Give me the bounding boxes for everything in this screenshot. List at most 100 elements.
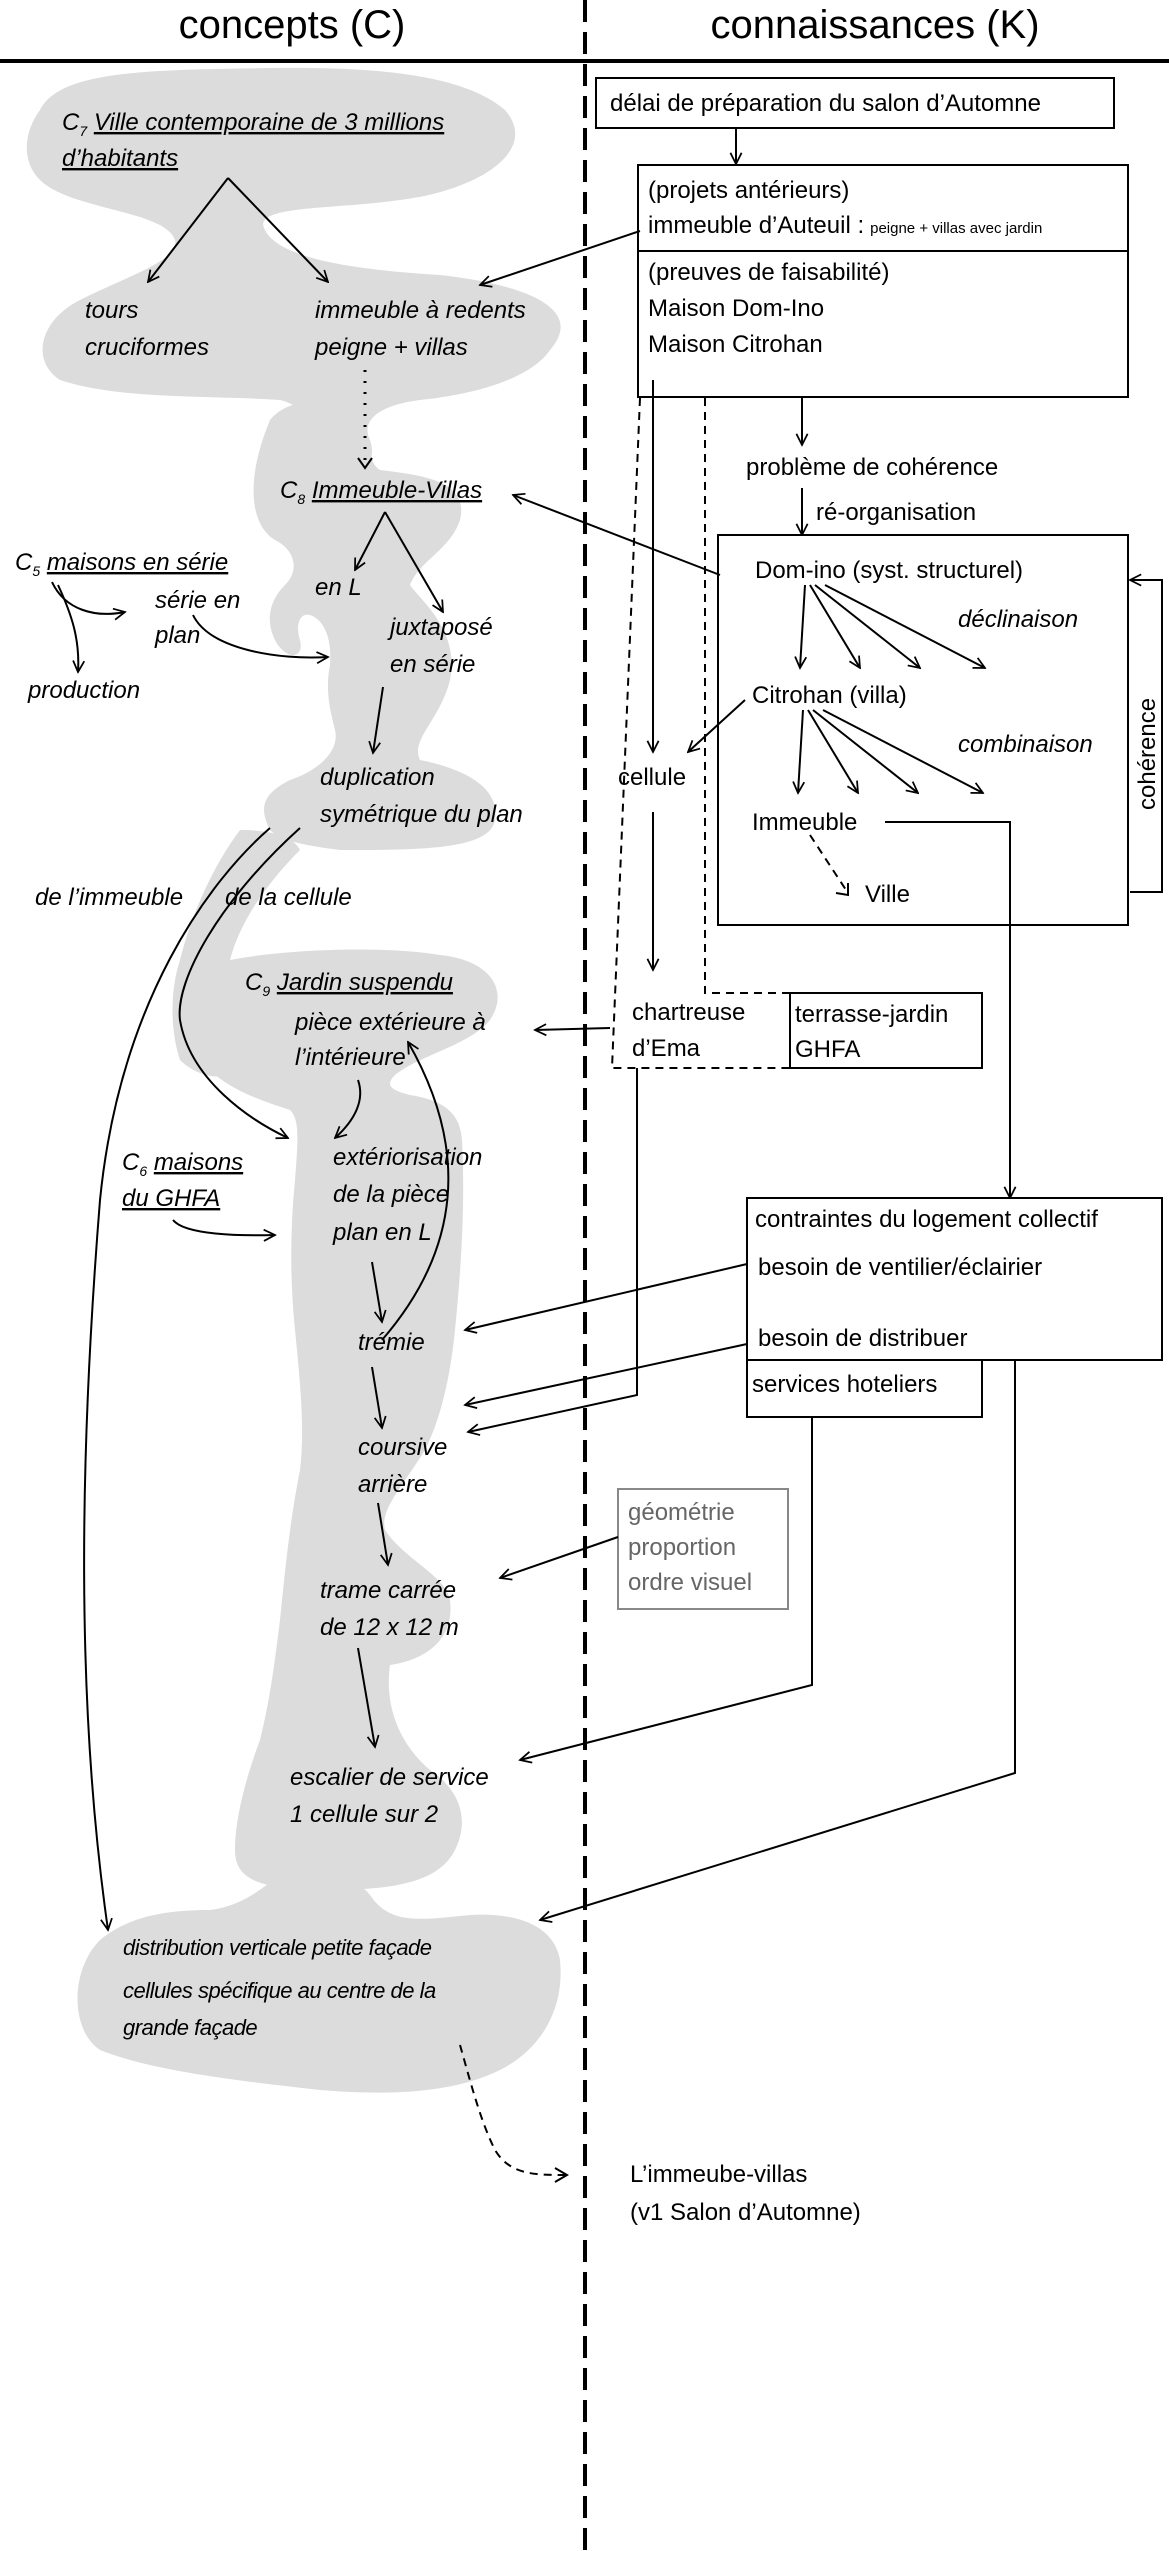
label-coherence: cohérence — [1134, 698, 1161, 810]
knowledge-ordre-visuel: ordre visuel — [628, 1569, 752, 1596]
knowledge-chartreuse-line2: d’Ema — [632, 1035, 701, 1062]
concept-distribution-line2: cellules spécifique au centre de la — [123, 1978, 436, 2003]
concept-piece-ext-line2: l’intérieure — [295, 1044, 406, 1071]
knowledge-title: connaissances (K) — [710, 3, 1039, 47]
label-declinaison: déclinaison — [958, 606, 1078, 633]
concept-juxtapose-line2: en série — [390, 651, 475, 678]
blob-c8 — [253, 401, 496, 850]
arrow-geometrie-trame — [500, 1536, 619, 1578]
label-de-la-cellule: de la cellule — [225, 884, 352, 911]
result-salon: (v1 Salon d’Automne) — [630, 2199, 861, 2226]
concept-coursive: coursive — [358, 1434, 447, 1461]
blob-distribution — [77, 1860, 561, 2093]
arrow-immeuble-contraintes — [885, 821, 1010, 1198]
services-box — [746, 1359, 983, 1418]
concept-duplication-line2: symétrique du plan — [320, 801, 523, 828]
arrow-c7-tours — [148, 177, 229, 282]
knowledge-domino-system: Dom-ino (syst. structurel) — [755, 557, 1023, 584]
dashed-bracket-left — [610, 397, 790, 1069]
arrow-chartreuse-piece — [535, 1028, 611, 1030]
arrow-auteuil-redents — [480, 230, 641, 285]
arrow-c6-exteriorisation — [172, 1219, 275, 1235]
concept-piece-ext: pièce extérieure à — [294, 1009, 486, 1036]
concept-c7: C7 Ville contemporaine de 3 millions d’h… — [62, 109, 444, 172]
arrow-chartreuse-coursive — [468, 1068, 638, 1432]
concept-arrows — [51, 177, 569, 2183]
blob-c9 — [192, 949, 498, 1890]
knowledge-preuves: (preuves de faisabilité) — [648, 259, 889, 286]
knowledge-contraintes: contraintes du logement collectif — [755, 1206, 1098, 1233]
knowledge-auteuil: immeuble d’Auteuil :peigne + villas avec… — [648, 212, 1042, 239]
knowledge-reorganisation: ré-organisation — [816, 499, 976, 526]
concept-exteriorisation: extériorisation — [333, 1144, 482, 1171]
arrow-distribuer-coursive — [465, 1343, 748, 1405]
knowledge-chartreuse: chartreuse — [632, 999, 745, 1026]
projets-box — [637, 164, 1129, 398]
knowledge-ventiler: besoin de ventilier/éclairier — [758, 1254, 1042, 1281]
concept-redents: immeuble à redents — [315, 297, 526, 324]
arrow-citrohan-cellule — [688, 699, 746, 752]
concept-c5: C5 maisons en série — [15, 549, 228, 579]
arrow-juxtapose-duplication — [373, 686, 384, 753]
concept-tours-line2: cruciformes — [85, 334, 209, 361]
knowledge-maison-citrohan: Maison Citrohan — [648, 331, 823, 358]
concept-trame: trame carrée — [320, 1577, 456, 1604]
knowledge-probleme: problème de cohérence — [746, 454, 998, 481]
arrow-c5-serie — [51, 581, 125, 614]
label-combinaison: combinaison — [958, 731, 1093, 758]
knowledge-ville: Ville — [865, 881, 910, 908]
concept-en-l: en L — [315, 574, 362, 601]
arrow-tremie-coursive — [371, 1366, 382, 1428]
contraintes-box — [746, 1197, 1163, 1361]
terrasse-box — [789, 992, 983, 1069]
knowledge-citrohan-villa: Citrohan (villa) — [752, 682, 907, 709]
knowledge-geometrie: géométrie — [628, 1499, 735, 1526]
arrow-trame-escalier — [357, 1647, 375, 1747]
knowledge-immeuble: Immeuble — [752, 809, 857, 836]
arrow-ventiler-tremie — [465, 1263, 748, 1330]
concept-duplication: duplication — [320, 764, 435, 791]
concept-expansion-area — [26, 67, 561, 2093]
concept-exteriorisation-line2: de la pièce — [333, 1181, 449, 1208]
knowledge-projets-title: (projets antérieurs) — [648, 177, 849, 204]
concept-serie-plan-line2: plan — [154, 622, 200, 649]
knowledge-delai: délai de préparation du salon d’Automne — [610, 90, 1041, 117]
arrow-contraintes-distribution — [540, 1360, 1016, 1920]
concept-escalier: escalier de service — [290, 1764, 489, 1791]
arrow-system-c8 — [513, 495, 721, 576]
delai-box — [595, 77, 1115, 129]
concept-production: production — [27, 677, 140, 704]
concept-escalier-line2: 1 cellule sur 2 — [290, 1801, 438, 1828]
svg-text:C8 Immeuble-Villas: C8 Immeuble-Villas — [280, 477, 482, 507]
knowledge-terrasse-line2: GHFA — [795, 1036, 860, 1063]
knowledge-proportion: proportion — [628, 1534, 736, 1561]
concept-c8: C8 Immeuble-Villas — [280, 477, 482, 507]
concept-exteriorisation-line3: plan en L — [332, 1219, 432, 1246]
label-de-l-immeuble: de l’immeuble — [35, 884, 183, 911]
concept-c6: C6 maisons du GHFA — [122, 1149, 243, 1212]
system-box — [717, 534, 1129, 926]
arrow-c7-redents — [227, 177, 328, 282]
blob-c7 — [26, 67, 561, 471]
concept-redents-line2: peigne + villas — [314, 334, 468, 361]
svg-text:C7 Ville contemporaine de 3 mi: C7 Ville contemporaine de 3 millions — [62, 109, 444, 139]
arrow-de-immeuble-distribution — [83, 827, 271, 1930]
svg-text:C6 maisons: C6 maisons — [122, 1149, 243, 1179]
knowledge-terrasse: terrasse-jardin — [795, 1001, 948, 1028]
concept-distribution: distribution verticale petite façade — [123, 1935, 432, 1960]
concept-tours: tours — [85, 297, 138, 324]
concept-trame-line2: de 12 x 12 m — [320, 1614, 459, 1641]
arrow-c5-production — [57, 584, 78, 672]
arrow-c8-enl — [355, 511, 386, 570]
knowledge-services: services hoteliers — [752, 1371, 937, 1398]
svg-text:C5 maisons en série: C5 maisons en série — [15, 549, 228, 579]
concept-tremie: trémie — [358, 1329, 425, 1356]
arrow-serie-juxtapose — [192, 614, 328, 658]
knowledge-distribuer: besoin de distribuer — [758, 1325, 967, 1352]
arrow-de-cellule-exteriorisation — [178, 827, 301, 1138]
coherence-loop — [1130, 580, 1163, 893]
dashed-bracket-right — [704, 398, 790, 994]
concepts-title: concepts (C) — [179, 3, 406, 47]
arrow-coursive-trame — [377, 1502, 388, 1565]
